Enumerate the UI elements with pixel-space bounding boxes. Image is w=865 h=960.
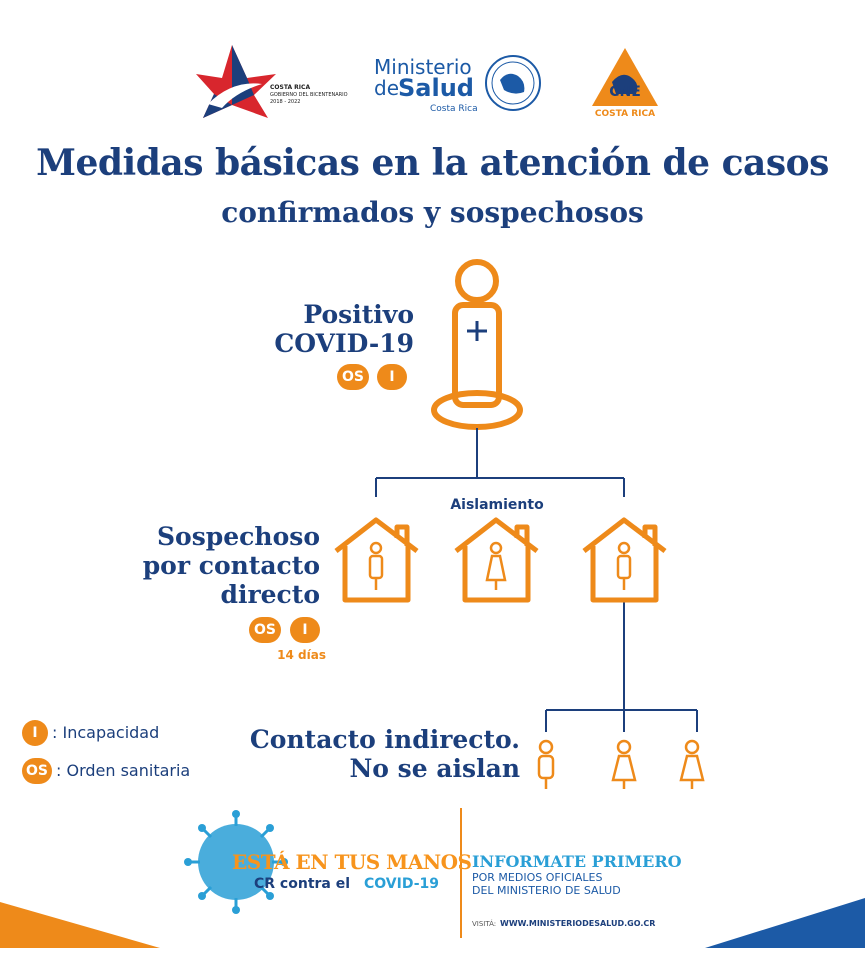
slogan-line2b: COVID-19 bbox=[364, 876, 440, 892]
ministerio-line2a: de bbox=[374, 76, 399, 100]
badge-os: OS bbox=[337, 364, 369, 390]
slogan-line2a: CR contra el bbox=[254, 876, 351, 892]
legend-badge-i: I bbox=[22, 720, 48, 746]
house-icon-2 bbox=[454, 517, 539, 603]
days-label: 14 días bbox=[277, 648, 326, 662]
ministerio-line2b: Salud bbox=[398, 74, 474, 102]
page-subtitle: confirmados y sospechosos bbox=[221, 196, 644, 229]
badge-i: I bbox=[290, 617, 320, 643]
badge-os: OS bbox=[249, 617, 281, 643]
positivo-label: Positivo COVID-19 bbox=[250, 300, 414, 358]
sospechoso-line1: Sospechoso bbox=[156, 522, 320, 551]
info-line1: POR MEDIOS OFICIALES bbox=[472, 871, 603, 884]
badge-i: I bbox=[377, 364, 407, 390]
gov-line2: GOBIERNO DEL BICENTENARIO bbox=[270, 92, 348, 98]
cne-name: CNE bbox=[609, 84, 641, 100]
person-male-icon bbox=[368, 541, 384, 590]
indirecto-line1: Contacto indirecto. bbox=[249, 725, 520, 754]
info-title: INFORMATE PRIMERO bbox=[472, 852, 682, 871]
corner-navy bbox=[705, 898, 865, 948]
visit-link[interactable]: WWW.MINISTERIODESALUD.GO.CR bbox=[500, 919, 656, 928]
person-male-icon bbox=[537, 739, 555, 789]
cne-sub: COSTA RICA bbox=[594, 109, 656, 119]
ministerio-line1: Ministerio bbox=[374, 55, 472, 79]
page-title: Medidas básicas en la atención de casos bbox=[36, 142, 829, 184]
person-female-icon bbox=[679, 739, 705, 789]
positivo-line1: Positivo bbox=[303, 300, 414, 329]
legend-badge-os: OS bbox=[22, 758, 52, 784]
person-female-icon bbox=[611, 739, 637, 789]
indirecto-line2: No se aislan bbox=[349, 754, 520, 783]
virus-icon bbox=[184, 810, 288, 914]
connector-lines bbox=[375, 428, 698, 732]
house-icon-3 bbox=[582, 517, 667, 603]
legend-text-i: : Incapacidad bbox=[52, 723, 160, 742]
slogan-line1: ESTÁ EN TUS MANOS bbox=[232, 850, 472, 874]
sospechoso-line2: por contacto bbox=[142, 551, 320, 580]
legend-text-os: : Orden sanitaria bbox=[56, 761, 191, 780]
gov-line3: 2018 - 2022 bbox=[270, 99, 301, 105]
corner-orange bbox=[0, 902, 160, 948]
ministerio-line3: Costa Rica bbox=[430, 104, 478, 114]
person-male-icon bbox=[616, 541, 632, 590]
aislamiento-label: Aislamiento bbox=[450, 497, 544, 513]
gov-line1: COSTA RICA bbox=[270, 84, 311, 91]
positivo-line2: COVID-19 bbox=[274, 329, 414, 358]
sospechoso-line3: directo bbox=[220, 580, 321, 609]
info-line2: DEL MINISTERIO DE SALUD bbox=[472, 884, 621, 897]
house-icon-1 bbox=[334, 517, 419, 603]
sospechoso-label: Sospechoso por contacto directo bbox=[120, 522, 320, 609]
person-female-icon bbox=[485, 541, 507, 590]
positive-person-icon bbox=[431, 259, 523, 430]
visit-label: VISITÁ: bbox=[472, 920, 497, 928]
plus-icon bbox=[467, 321, 487, 341]
indirecto-label: Contacto indirecto. No se aislan bbox=[240, 725, 520, 783]
